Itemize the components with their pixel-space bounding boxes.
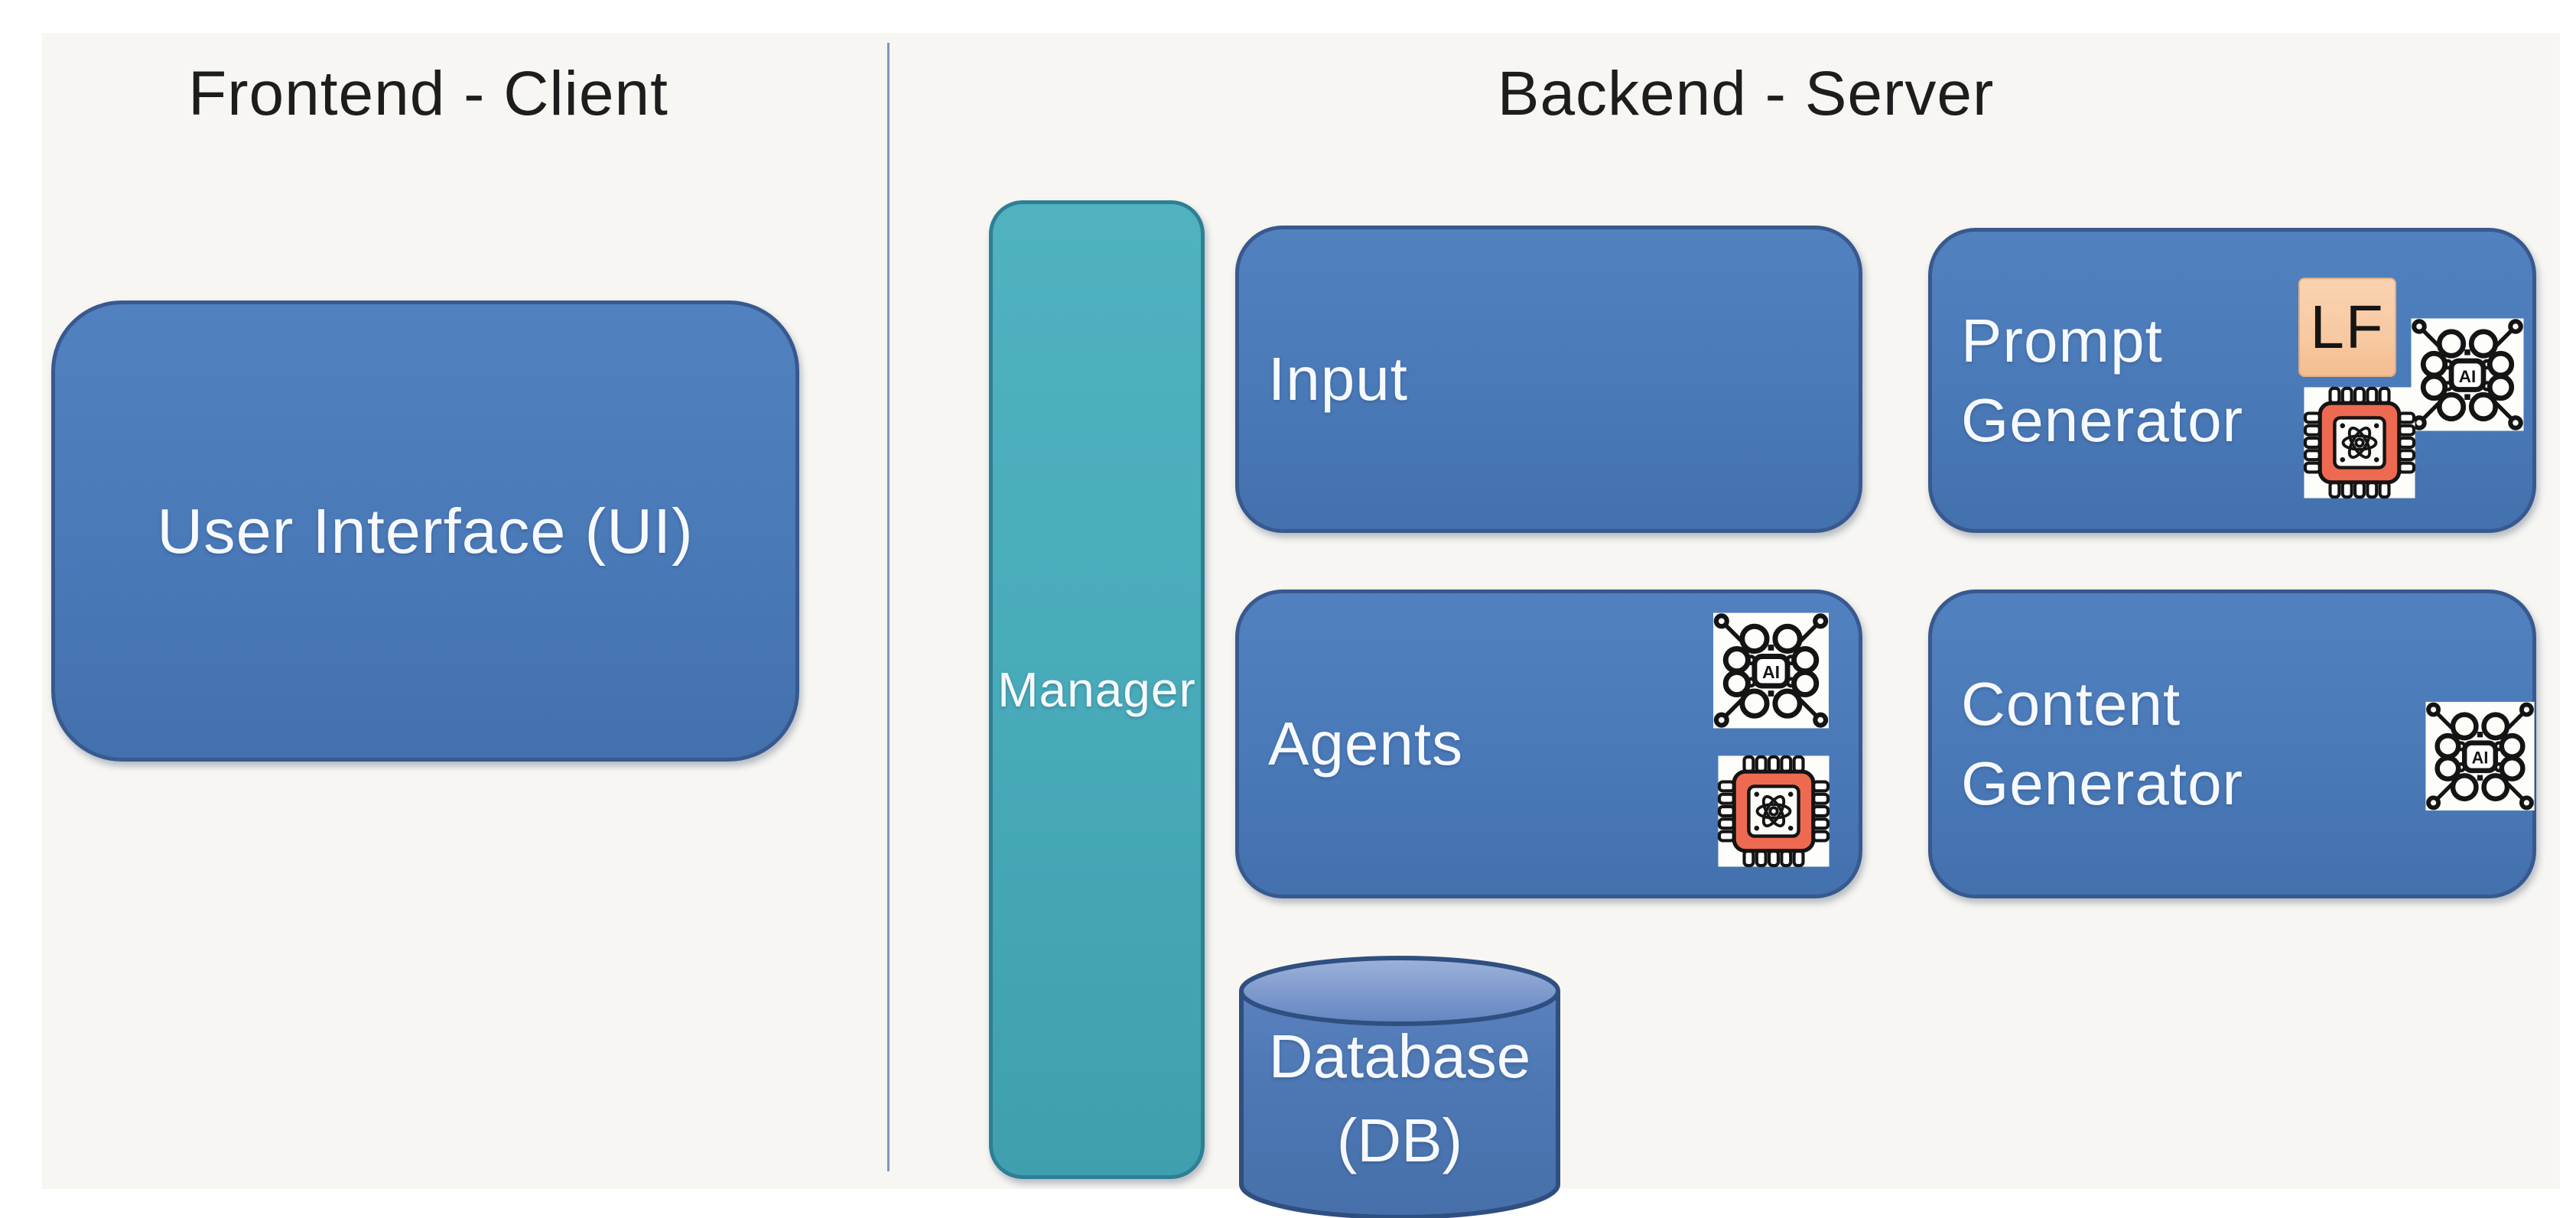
user-interface-label: User Interface (UI) xyxy=(157,495,694,567)
frontend-backend-divider xyxy=(887,43,890,1171)
input-box: Input xyxy=(1235,226,1862,533)
ai-brain-icon: AI xyxy=(2425,700,2535,812)
prompt-generator-label-line1: Prompt xyxy=(1961,306,2163,375)
manager-label: Manager xyxy=(997,662,1196,717)
lf-badge-icon: LF xyxy=(2298,278,2396,377)
ai-brain-icon: AI xyxy=(2410,317,2525,432)
prompt-generator-label-line2: Generator xyxy=(1961,385,2244,454)
database-cylinder: Database (DB) xyxy=(1237,956,1563,1218)
content-generator-label-line1: Content xyxy=(1961,670,2181,738)
svg-text:AI: AI xyxy=(1762,662,1780,682)
content-generator-label-line2: Generator xyxy=(1961,749,2244,817)
backend-section-title: Backend - Server xyxy=(1497,59,1995,128)
input-label: Input xyxy=(1268,345,1408,413)
content-generator-box: Content Generator AI xyxy=(1928,590,2536,898)
manager-box: Manager xyxy=(989,200,1205,1179)
ai-chip-icon xyxy=(2302,386,2417,499)
svg-text:AI: AI xyxy=(2459,367,2477,386)
prompt-generator-box: Prompt Generator LF xyxy=(1928,228,2536,533)
agents-box: Agents AI xyxy=(1235,590,1862,898)
frontend-section-title: Frontend - Client xyxy=(188,59,668,128)
database-cylinder-shape xyxy=(1239,956,1560,1218)
ai-brain-icon: AI xyxy=(1712,612,1830,729)
database-label-line2: (DB) xyxy=(1336,1106,1463,1174)
user-interface-box: User Interface (UI) xyxy=(51,300,799,762)
agents-label: Agents xyxy=(1268,710,1464,778)
database-label-line1: Database xyxy=(1268,1022,1531,1090)
ai-chip-icon xyxy=(1716,755,1831,868)
svg-text:AI: AI xyxy=(2472,748,2489,767)
lf-badge-label: LF xyxy=(2310,293,2385,361)
